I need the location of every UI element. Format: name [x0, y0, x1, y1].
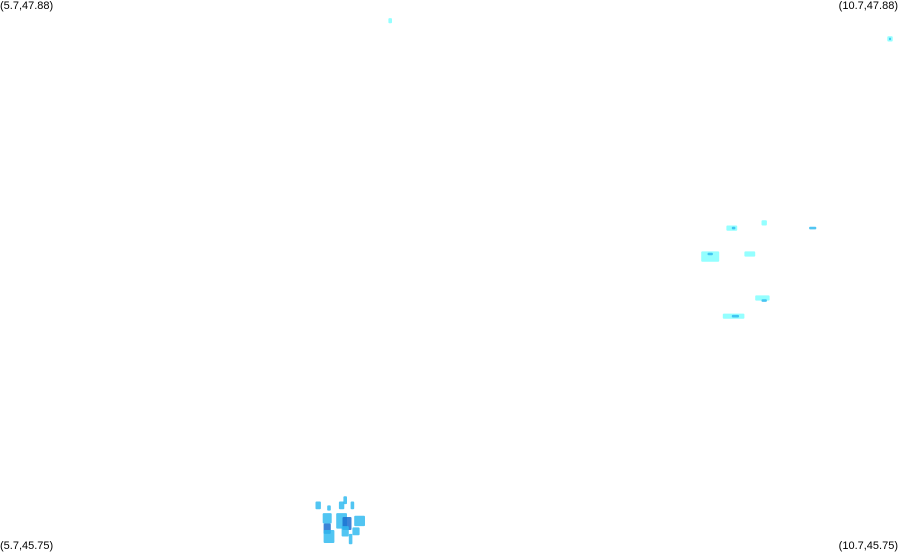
map-point: [322, 513, 332, 524]
map-point: [348, 533, 353, 545]
map-point: [354, 515, 365, 527]
map-point: [352, 527, 360, 536]
map-point: [343, 496, 347, 505]
map-point: [707, 252, 713, 256]
cluster-west-south: [315, 496, 365, 545]
map-point: [731, 226, 736, 230]
map-point: [388, 18, 392, 24]
map-point: [701, 251, 720, 262]
corner-label-top-right: (10.7,47.88): [838, 0, 898, 12]
map-point: [731, 314, 739, 318]
map-point: [744, 251, 756, 257]
map-point: [755, 295, 770, 301]
map-point: [350, 501, 355, 510]
map-point: [889, 37, 891, 41]
map-point: [809, 226, 817, 230]
map-point: [315, 501, 321, 510]
map-point: [323, 530, 335, 543]
map-point: [327, 505, 331, 511]
corner-label-top-left: (5.7,47.88): [0, 0, 54, 12]
corner-label-bottom-left: (5.7,45.75): [0, 540, 54, 552]
map-point: [341, 526, 349, 537]
cluster-north: [388, 18, 392, 24]
map-point: [761, 299, 767, 302]
map-point: [338, 501, 345, 510]
cluster-east: [701, 36, 893, 319]
corner-label-bottom-right: (10.7,45.75): [838, 540, 898, 552]
map-point: [761, 220, 767, 226]
